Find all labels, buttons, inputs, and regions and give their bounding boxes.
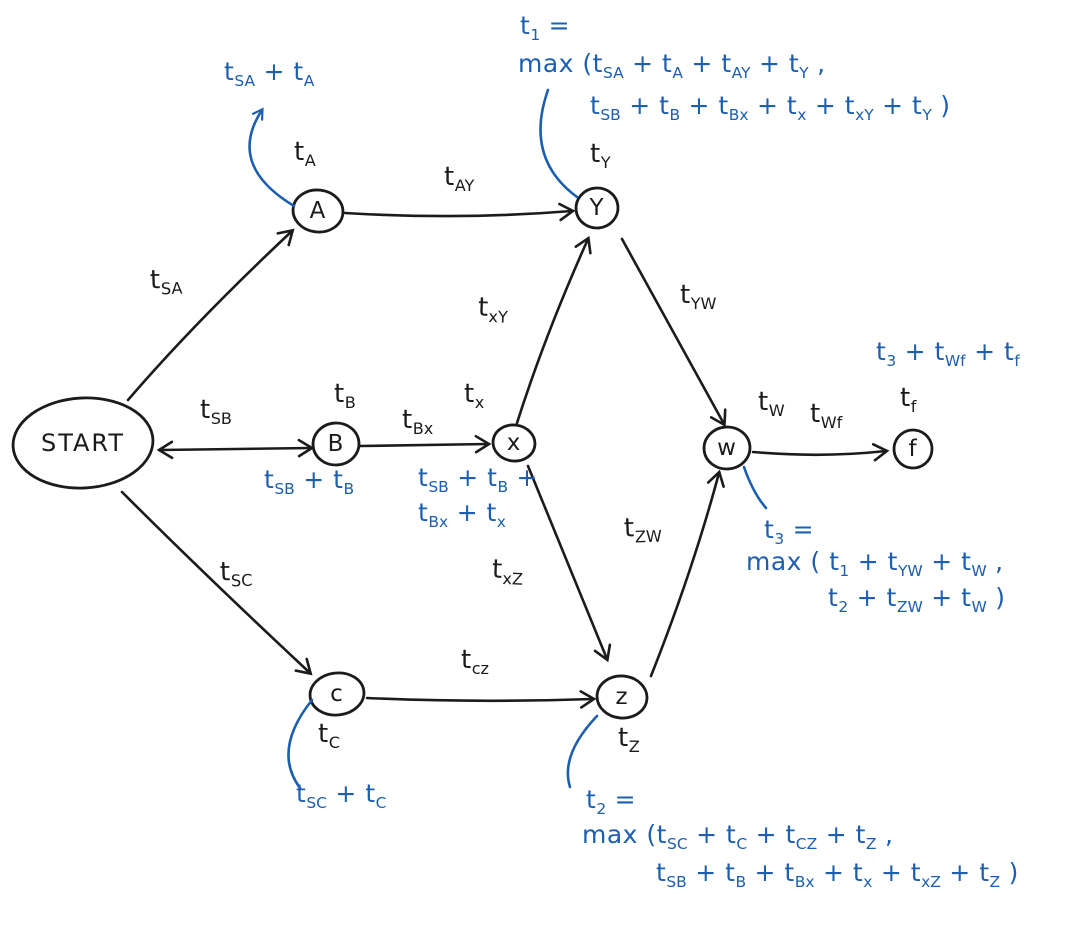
- annotation-a-arrival: tSA + tA: [224, 57, 315, 90]
- annotation-t1-line3: tSB + tB + tBx + tx + txY + tY ): [590, 91, 951, 124]
- pointer-curve-a-arrival: [248, 107, 296, 208]
- edge-label-t-zw: tZW: [623, 513, 663, 547]
- node-x-outline: [491, 423, 537, 463]
- annotation-x-arrival-line2: tBx + tx: [418, 498, 506, 531]
- edge-y-to-w: [620, 237, 727, 428]
- edge-label-t-wf: tWf: [810, 399, 843, 433]
- annotation-t3-line1: t3 =: [764, 515, 815, 548]
- annotation-t1-line1: t1 =: [520, 11, 571, 44]
- edge-x-to-z: [526, 464, 612, 663]
- annotation-t3-line3: t2 + tZW + tW ): [828, 583, 1006, 616]
- node-time-t-c: tC: [318, 719, 340, 753]
- annotation-x-arrival-line1: tSB + tB +: [418, 463, 538, 496]
- node-time-t-w: tW: [758, 387, 785, 421]
- node-time-t-y: tY: [590, 139, 611, 173]
- node-time-t-a: tA: [294, 137, 316, 171]
- pointer-curve-z-to-t2: [566, 714, 599, 789]
- node-a-outline: [291, 188, 345, 234]
- node-time-t-b: tB: [334, 379, 356, 413]
- edge-w-to-f: [751, 443, 890, 462]
- node-a-label: A: [309, 198, 327, 224]
- node-z-outline: [595, 674, 649, 720]
- node-time-t-z: tZ: [618, 723, 640, 757]
- node-y-outline: [574, 186, 620, 230]
- node-f-label: f: [908, 436, 918, 462]
- node-b-label: B: [327, 431, 345, 457]
- pointer-curve-c-arrival: [287, 698, 314, 790]
- node-start-outline: [11, 396, 155, 490]
- edge-label-t-ay: tAY: [444, 162, 475, 196]
- pointer-curve-t1-to-y: [539, 88, 579, 199]
- node-c-label: c: [330, 681, 344, 707]
- edge-start-to-b: [156, 438, 315, 460]
- annotation-t2-line3: tSB + tB + tBx + tx + txZ + tZ ): [656, 858, 1019, 891]
- node-z-label: z: [615, 684, 629, 710]
- node-x-label: x: [506, 430, 522, 456]
- node-y-label: Y: [589, 195, 605, 221]
- annotation-f-total: t3 + tWf + tf: [876, 337, 1020, 370]
- edge-label-t-bx: tBx: [402, 405, 434, 439]
- node-c-outline: [308, 671, 366, 717]
- node-start-label: START: [40, 429, 126, 457]
- edge-label-t-cz: tcz: [461, 645, 490, 679]
- annotation-t2-line2: max (tSC + tC + tCZ + tZ ,: [582, 820, 894, 853]
- node-time-t-x: tx: [464, 379, 485, 413]
- annotation-b-arrival: tSB + tB: [264, 465, 355, 498]
- edge-x-to-y: [515, 235, 592, 425]
- edge-a-to-y: [343, 202, 576, 222]
- edge-start-to-a: [126, 228, 295, 402]
- annotation-t1-line2: max (tSA + tA + tAY + tY ,: [518, 49, 826, 82]
- edge-z-to-w: [649, 469, 725, 678]
- annotation-c-arrival: tSC + tC: [296, 779, 387, 812]
- edge-label-t-xy: txY: [477, 292, 509, 327]
- edge-label-t-sa: tSA: [149, 265, 183, 299]
- node-f-outline: [892, 428, 934, 470]
- annotation-t3-line2: max ( t1 + tYW + tW ,: [746, 547, 1004, 580]
- edge-c-to-z: [365, 690, 597, 709]
- edge-label-t-sc: tSC: [219, 557, 253, 591]
- node-w-label: w: [717, 435, 737, 461]
- edge-label-t-xz: txZ: [491, 554, 524, 589]
- annotation-t2-line1: t2 =: [586, 785, 637, 818]
- edge-label-t-sb: tSB: [200, 395, 232, 429]
- node-time-t-f: tf: [900, 383, 917, 417]
- node-b-outline: [311, 421, 361, 467]
- edge-label-t-yw: tYW: [680, 280, 717, 314]
- edge-start-to-c: [120, 490, 313, 676]
- node-w-outline: [702, 425, 752, 471]
- edge-b-to-x: [358, 434, 492, 454]
- pointer-curve-w-to-t3: [742, 465, 768, 510]
